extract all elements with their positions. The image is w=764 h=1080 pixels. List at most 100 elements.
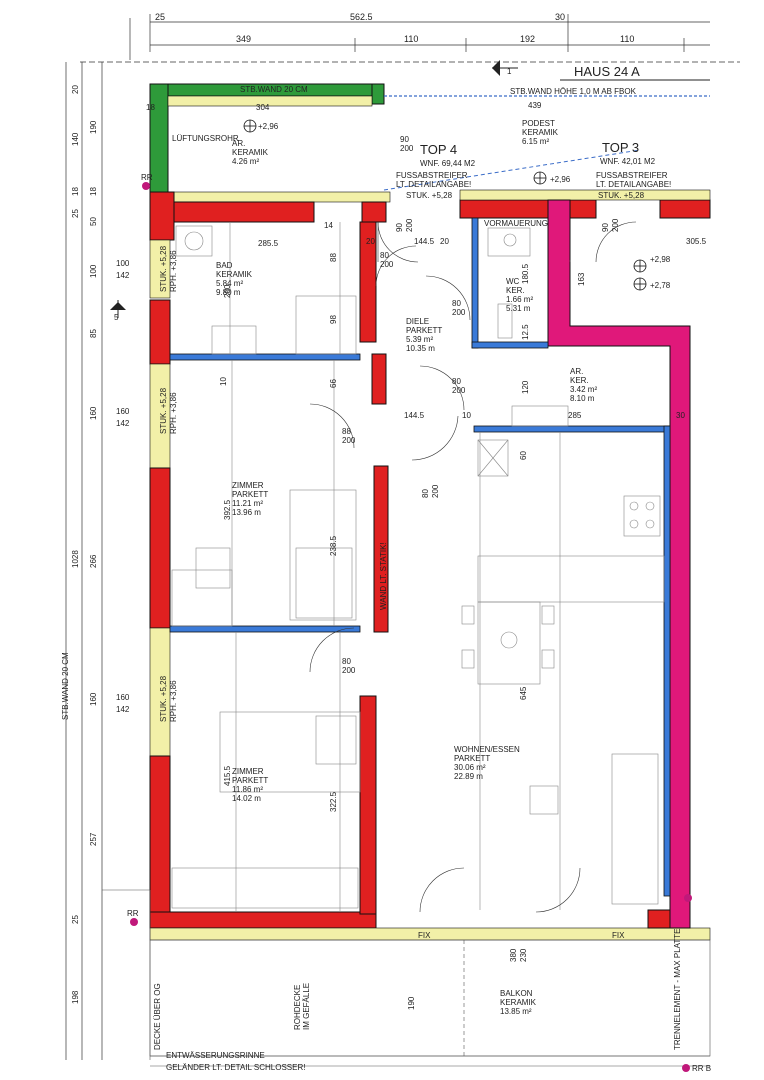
fussab-2-top4: LT. DETAILANGABE! bbox=[396, 180, 471, 189]
dim-238-5: 238.5 bbox=[329, 535, 338, 556]
trennelement-label: TRENNELEMENT - MAX PLATTE bbox=[673, 929, 682, 1051]
unit-top4: TOP 4 WNF. 69,44 M2 bbox=[420, 142, 476, 168]
stb-wall-height-label: STB.WAND HÖHE 1,0 M AB FBOK bbox=[510, 87, 637, 96]
rph-left-3: RPH. +3,86 bbox=[169, 680, 178, 722]
stuk-top4: STUK. +5,28 bbox=[406, 191, 453, 200]
section-marker-5: 5 bbox=[110, 300, 126, 322]
furniture-outlines bbox=[171, 222, 665, 912]
door-swings bbox=[309, 221, 637, 913]
rr-label-2: RR bbox=[127, 909, 139, 918]
svg-text:PARKETT: PARKETT bbox=[232, 776, 268, 785]
ldim-160b: 160 bbox=[89, 692, 98, 706]
rph-left-2: RPH. +3,86 bbox=[169, 392, 178, 434]
ldim-25: 25 bbox=[71, 209, 80, 218]
dim-20b: 20 bbox=[440, 237, 449, 246]
svg-text:6.15 m²: 6.15 m² bbox=[522, 137, 549, 146]
dim-66: 66 bbox=[329, 379, 338, 388]
fix-label-1: FIX bbox=[418, 931, 431, 940]
top-dim-110b: 110 bbox=[620, 34, 634, 44]
svg-text:9.80 m: 9.80 m bbox=[216, 288, 241, 297]
dim-88: 88 bbox=[329, 253, 338, 262]
svg-text:PARKETT: PARKETT bbox=[232, 490, 268, 499]
svg-text:KERAMIK: KERAMIK bbox=[500, 998, 537, 1007]
svg-text:4.26 m²: 4.26 m² bbox=[232, 157, 259, 166]
ldim-198: 198 bbox=[71, 990, 80, 1004]
ldim-190: 190 bbox=[89, 120, 98, 134]
door-80b: 80 bbox=[452, 299, 461, 308]
room-ar-mid: AR. KER. 3.42 m² 8.10 m bbox=[570, 367, 597, 403]
stuk-top3: STUK. +5,28 bbox=[598, 191, 645, 200]
dim-304: 304 bbox=[256, 103, 270, 112]
door-200h: 200 bbox=[405, 218, 414, 232]
svg-text:PODEST: PODEST bbox=[522, 119, 555, 128]
svg-text:BAD: BAD bbox=[216, 261, 233, 270]
ldim-20: 20 bbox=[71, 85, 80, 94]
ldim-18a: 18 bbox=[71, 187, 80, 196]
exterior-walls-top bbox=[149, 189, 711, 241]
interior-red-walls bbox=[359, 221, 389, 915]
dim-30: 30 bbox=[676, 411, 685, 420]
svg-text:KERAMIK: KERAMIK bbox=[232, 148, 269, 157]
door-88a: 88 bbox=[342, 427, 351, 436]
top-dim-30: 30 bbox=[555, 12, 565, 22]
win-dim-142c: 142 bbox=[116, 705, 130, 714]
door-200f: 200 bbox=[342, 666, 356, 675]
magenta-partition-wall bbox=[547, 199, 691, 929]
dim-98: 98 bbox=[329, 315, 338, 324]
dim-60: 60 bbox=[519, 451, 528, 460]
svg-text:439: 439 bbox=[528, 101, 542, 110]
door-200a: 200 bbox=[400, 144, 414, 153]
dim-180-5: 180.5 bbox=[521, 263, 530, 284]
svg-text:KERAMIK: KERAMIK bbox=[522, 128, 559, 137]
ldim-266: 266 bbox=[89, 554, 98, 568]
dim-285: 285 bbox=[568, 411, 582, 420]
exterior-walls-bottom bbox=[149, 909, 711, 941]
svg-text:10.35 m: 10.35 m bbox=[406, 344, 435, 353]
left-stb-wall-label: STB.WAND 20 CM bbox=[61, 652, 70, 720]
rph-left-1: RPH. +3,86 bbox=[169, 250, 178, 292]
dim-285-5: 285.5 bbox=[258, 239, 279, 248]
fussab-2-top3: LT. DETAILANGABE! bbox=[596, 180, 671, 189]
svg-text:1: 1 bbox=[507, 67, 512, 76]
lueftung-label: LÜFTUNGSROHR bbox=[172, 134, 239, 143]
unit-top3: TOP 3 WNF. 42,01 M2 bbox=[600, 140, 656, 166]
dim-144-5a: 144.5 bbox=[414, 237, 435, 246]
svg-text:AR.: AR. bbox=[570, 367, 583, 376]
svg-text:8.10 m: 8.10 m bbox=[570, 394, 595, 403]
door-90: 90 bbox=[400, 135, 409, 144]
svg-text:DIELE: DIELE bbox=[406, 317, 429, 326]
ldim-50: 50 bbox=[89, 217, 98, 226]
rr-marker-2 bbox=[130, 918, 138, 926]
ar-green-walls bbox=[149, 83, 385, 195]
exterior-walls-left bbox=[149, 239, 171, 929]
room-zimmer-2: ZIMMER PARKETT 11.86 m² 14.02 m bbox=[232, 767, 268, 803]
door-200g: 200 bbox=[431, 484, 440, 498]
blue-partitions bbox=[169, 217, 671, 897]
svg-text:22.89 m: 22.89 m bbox=[454, 772, 483, 781]
level-top3-a: +2,98 bbox=[650, 255, 671, 264]
dim-415-5: 415.5 bbox=[223, 765, 232, 786]
room-diele: DIELE PARKETT 5.39 m² 10.35 m bbox=[406, 317, 442, 353]
svg-text:TOP 3: TOP 3 bbox=[602, 140, 639, 155]
balcony-outline bbox=[102, 889, 711, 1067]
rr-marker-3 bbox=[682, 1064, 690, 1072]
rr-label-3: RR B bbox=[692, 1064, 711, 1073]
top-dim-562: 562.5 bbox=[350, 12, 373, 22]
podest-level: +2,96 bbox=[550, 175, 571, 184]
dim-20a: 20 bbox=[366, 237, 375, 246]
win-dim-142b: 142 bbox=[116, 419, 130, 428]
svg-text:KERAMIK: KERAMIK bbox=[216, 270, 253, 279]
ldim-1028: 1028 bbox=[71, 550, 80, 568]
svg-text:13.85 m²: 13.85 m² bbox=[500, 1007, 532, 1016]
dim-18: 18 bbox=[146, 103, 155, 112]
decke-ueber-label: DECKE ÜBER OG bbox=[153, 983, 162, 1050]
door-200i: 200 bbox=[611, 218, 620, 232]
svg-text:WNF. 42,01 M2: WNF. 42,01 M2 bbox=[600, 157, 656, 166]
house-title: HAUS 24 A bbox=[574, 64, 640, 79]
svg-text:WNF. 69,44 M2: WNF. 69,44 M2 bbox=[420, 159, 476, 168]
svg-text:5.84 m²: 5.84 m² bbox=[216, 279, 243, 288]
dim-10b: 10 bbox=[219, 377, 228, 386]
door-80d: 80 bbox=[342, 657, 351, 666]
dim-14: 14 bbox=[324, 221, 333, 230]
stuk-left-2: STUK. +5,28 bbox=[159, 387, 168, 434]
